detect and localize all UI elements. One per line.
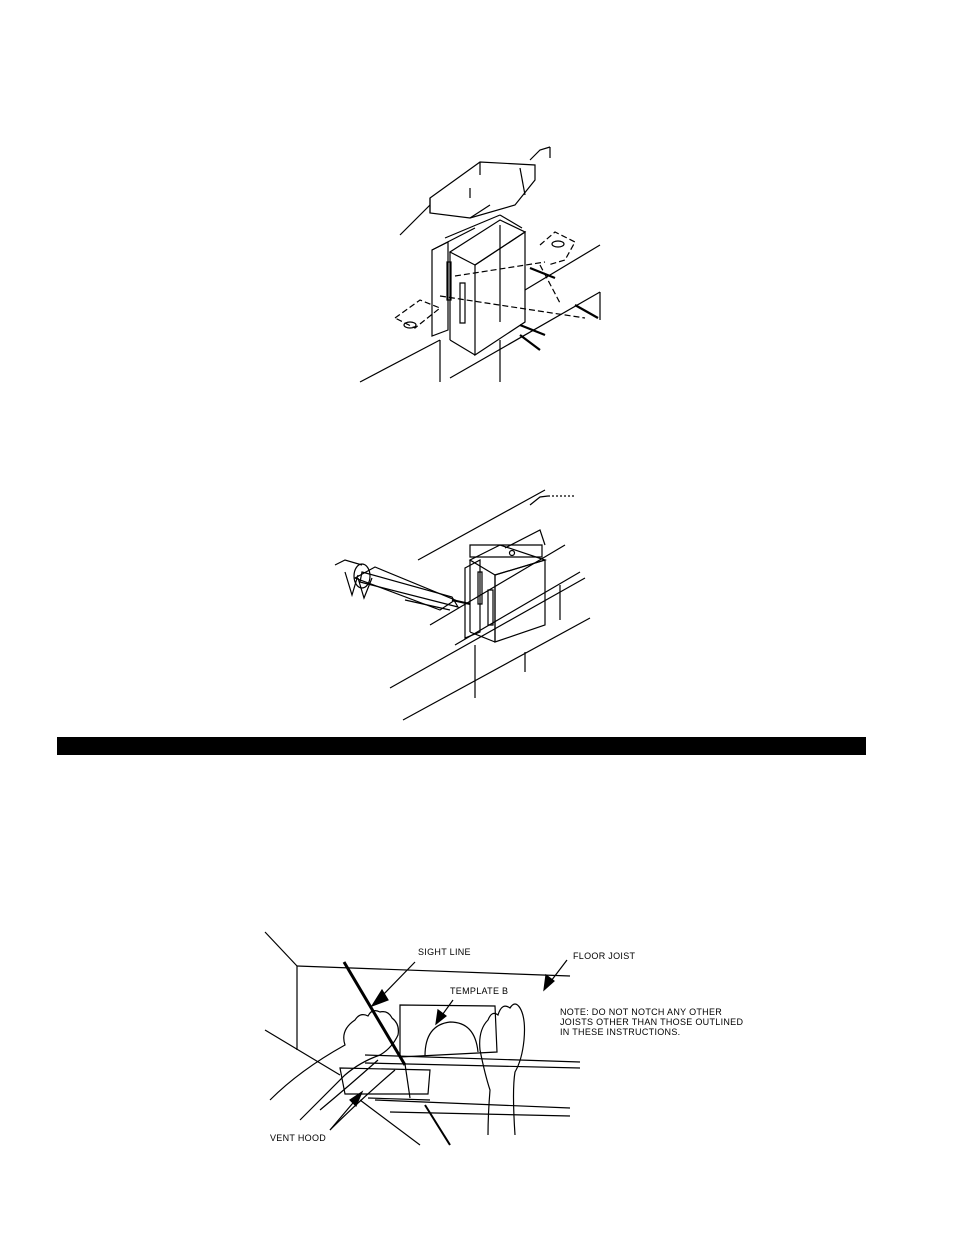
joist-note: NOTE: DO NOT NOTCH ANY OTHER JOISTS OTHE… (560, 1007, 743, 1037)
floor-joist-label: FLOOR JOIST (573, 951, 636, 961)
joist-note-line: IN THESE INSTRUCTIONS. (560, 1027, 681, 1037)
template-figure (265, 932, 580, 1145)
joist-note-line: NOTE: DO NOT NOTCH ANY OTHER (560, 1007, 723, 1017)
sight-line-label: SIGHT LINE (418, 947, 471, 957)
caulking-figure (335, 490, 590, 720)
joist-note-line: JOISTS OTHER THAN THOSE OUTLINED (560, 1017, 744, 1027)
template-label: TEMPLATE B (450, 986, 509, 996)
section-divider-bar (57, 737, 866, 755)
vent-hood-label: VENT HOOD (270, 1133, 327, 1143)
